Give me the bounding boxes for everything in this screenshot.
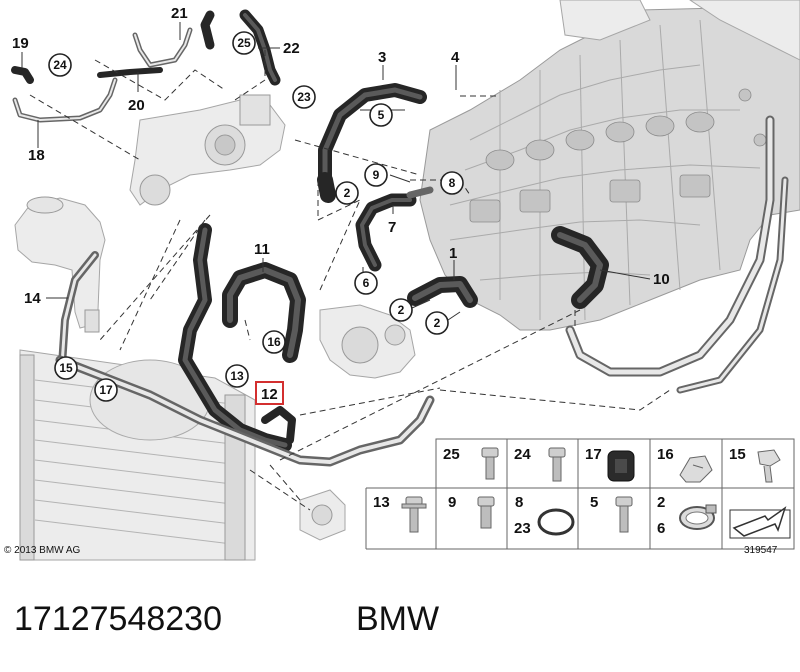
callout-2-lower[interactable]: 2 — [425, 311, 449, 335]
callout-12-highlighted[interactable]: 12 — [255, 381, 284, 405]
hose-3 — [317, 83, 427, 203]
hose-11 — [222, 262, 306, 363]
callout-17[interactable]: 17 — [94, 378, 118, 402]
svg-text:6: 6 — [363, 276, 370, 290]
hose-14 — [58, 251, 99, 369]
hose-1 — [407, 276, 478, 308]
part-number: 17127548230 — [14, 600, 222, 638]
pipe-18 — [11, 66, 118, 123]
legend-item-25-label: 25 — [443, 446, 460, 463]
callout-14[interactable]: 14 — [24, 290, 41, 307]
legend-item-8-label: 8 — [515, 494, 523, 511]
brand-name: BMW — [356, 600, 439, 638]
callout-9[interactable]: 9 — [364, 163, 388, 187]
flange-bolt-icon — [401, 496, 427, 533]
svg-text:5: 5 — [378, 108, 385, 122]
radiator — [19, 349, 256, 561]
hose-large-lower — [178, 223, 292, 452]
hose-7 — [355, 186, 434, 272]
torx-bolt-icon — [615, 496, 633, 533]
hose-clamp-icon — [679, 504, 717, 530]
callouts-circled: 24 25 23 5 9 8 2 6 2 2 16 15 17 13 — [48, 31, 464, 402]
auxiliary-valve — [299, 489, 346, 541]
callout-19[interactable]: 19 — [12, 35, 29, 52]
rubber-grommet-icon — [607, 450, 635, 482]
clip-icon — [679, 455, 713, 483]
callout-11[interactable]: 11 — [254, 241, 270, 258]
callout-25[interactable]: 25 — [232, 31, 256, 55]
svg-text:13: 13 — [230, 369, 244, 383]
pipe-17 — [55, 355, 435, 467]
svg-text:2: 2 — [344, 186, 351, 200]
legend-item-6-label: 6 — [657, 520, 665, 537]
hex-bolt-icon — [477, 496, 495, 529]
callout-21[interactable]: 21 — [171, 5, 188, 22]
legend-item-24-label: 24 — [514, 446, 531, 463]
o-ring-icon — [537, 508, 575, 536]
drawing-number: 319547 — [744, 545, 778, 556]
callout-18[interactable]: 18 — [28, 147, 45, 164]
expansion-tank — [14, 196, 106, 333]
expanding-rivet-icon — [757, 449, 781, 483]
callout-2-upper[interactable]: 2 — [335, 181, 359, 205]
thermostat-housing — [319, 304, 416, 379]
svg-text:16: 16 — [267, 335, 281, 349]
legend-item-16-label: 16 — [657, 446, 674, 463]
pipe-20 — [97, 27, 193, 78]
hose-21 — [200, 10, 215, 50]
callout-23[interactable]: 23 — [292, 85, 316, 109]
svg-text:17: 17 — [99, 383, 113, 397]
svg-text:8: 8 — [449, 176, 456, 190]
parts-legend: 25 24 17 16 15 13 9 — [365, 438, 795, 550]
callout-3[interactable]: 3 — [378, 49, 386, 66]
engine-block — [419, 0, 800, 394]
hose-10 — [551, 226, 609, 309]
turbocharger-ghost — [129, 94, 286, 206]
bolt-icon — [481, 447, 499, 480]
legend-item-17-label: 17 — [585, 446, 602, 463]
svg-text:9: 9 — [373, 168, 380, 182]
callout-6[interactable]: 6 — [354, 271, 378, 295]
highlight-box — [255, 381, 284, 405]
svg-text:2: 2 — [434, 316, 441, 330]
callout-22[interactable]: 22 — [283, 40, 300, 57]
callouts-plain: 19 21 22 20 18 3 4 7 1 11 10 14 — [12, 5, 670, 307]
callout-10[interactable]: 10 — [653, 271, 670, 288]
legend-item-5-label: 5 — [590, 494, 598, 511]
callout-4[interactable]: 4 — [451, 49, 460, 66]
callout-1[interactable]: 1 — [449, 245, 457, 262]
legend-item-2-label: 2 — [657, 494, 665, 511]
direction-arrow-icon — [729, 506, 791, 539]
bolt-icon — [548, 447, 566, 482]
callout-24[interactable]: 24 — [48, 53, 72, 77]
svg-text:12: 12 — [261, 386, 278, 403]
callout-20[interactable]: 20 — [128, 97, 145, 114]
svg-text:2: 2 — [398, 303, 405, 317]
callout-2-middle[interactable]: 2 — [389, 298, 413, 322]
svg-text:23: 23 — [297, 90, 311, 104]
svg-text:15: 15 — [59, 361, 73, 375]
callout-8[interactable]: 8 — [440, 171, 464, 195]
svg-text:24: 24 — [53, 58, 67, 72]
legend-item-15-label: 15 — [729, 446, 746, 463]
callout-13[interactable]: 13 — [225, 364, 249, 388]
copyright-label: © 2013 BMW AG — [4, 545, 81, 556]
legend-item-9-label: 9 — [448, 494, 456, 511]
hose-12 — [261, 406, 296, 444]
callout-7[interactable]: 7 — [388, 219, 396, 236]
callout-16[interactable]: 16 — [262, 330, 286, 354]
callout-5[interactable]: 5 — [369, 103, 393, 127]
svg-text:25: 25 — [237, 36, 251, 50]
legend-item-13-label: 13 — [373, 494, 390, 511]
callout-15[interactable]: 15 — [54, 356, 78, 380]
legend-item-23-label: 23 — [514, 520, 531, 537]
